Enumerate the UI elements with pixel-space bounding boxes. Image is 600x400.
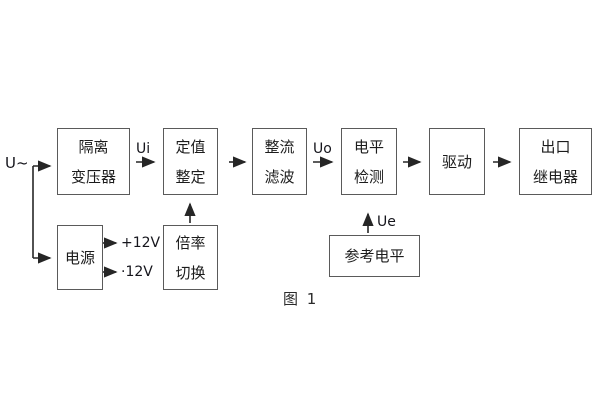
block-output-relay: 出口 继电器 (519, 128, 592, 195)
block-label: 电平 (353, 137, 384, 156)
block-setting: 定值 整定 (163, 128, 218, 195)
block-label: 电源 (64, 248, 95, 267)
uo-signal-label: Uo (313, 141, 332, 157)
block-label: 定值 (175, 137, 206, 156)
input-voltage-label: U~ (5, 154, 29, 172)
block-level-detection: 电平 检测 (341, 128, 397, 195)
block-label: 参考电平 (344, 247, 405, 265)
block-label: 整定 (175, 167, 206, 186)
ui-signal-label: Ui (136, 141, 151, 157)
block-label: 隔离 (78, 137, 109, 156)
block-ratio-switch: 倍率 切换 (163, 225, 218, 290)
block-label: 整流 (264, 137, 295, 156)
block-label: 检测 (353, 167, 384, 186)
block-label: 变压器 (70, 167, 116, 186)
minus12v-label: ·12V (121, 264, 153, 280)
block-label: 驱动 (441, 152, 472, 171)
block-reference-level: 参考电平 (329, 235, 420, 277)
block-label: 倍率 (175, 233, 206, 252)
ue-signal-label: Ue (377, 214, 396, 230)
plus12v-label: +12V (121, 235, 161, 251)
figure-caption: 图 1 (283, 290, 319, 308)
block-label: 切换 (175, 263, 206, 282)
block-isolation-transformer: 隔离 变压器 (57, 128, 130, 195)
block-driver: 驱动 (429, 128, 485, 195)
block-label: 滤波 (264, 167, 295, 186)
block-power-supply: 电源 (57, 225, 103, 290)
block-rectifier-filter: 整流 滤波 (252, 128, 307, 195)
block-label: 继电器 (532, 167, 578, 186)
block-label: 出口 (540, 137, 571, 156)
